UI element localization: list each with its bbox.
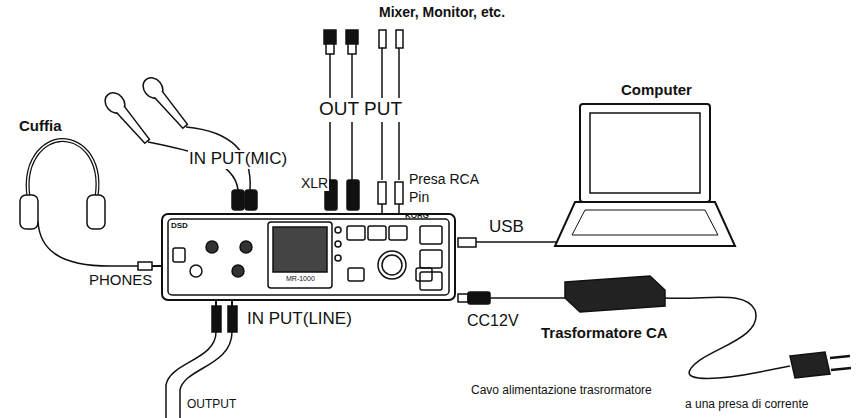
power-input-label: CC12V <box>466 312 520 330</box>
recorder-device <box>162 214 455 300</box>
port-label: PHONES <box>88 272 153 289</box>
computer-label: Computer <box>620 82 693 99</box>
cable-note: Cavo alimentazione trasrormatore <box>470 384 653 397</box>
output-label: OUTPUT <box>186 398 237 411</box>
connector-label: XLR <box>300 176 329 191</box>
output-cables <box>324 30 403 215</box>
outlet-note: a una presa di corrente <box>684 398 809 411</box>
model-name: MR-1000 <box>285 275 316 283</box>
microphones <box>101 74 257 210</box>
headphones-label: Cuffia <box>18 118 63 135</box>
line-input-label: IN PUT(LINE) <box>246 310 353 329</box>
headphones <box>20 140 162 270</box>
connector-label: Pin <box>408 190 430 205</box>
output-label: OUT PUT <box>318 99 403 120</box>
laptop-computer <box>555 104 735 246</box>
adapter-label: Trasformatore CA <box>540 325 669 342</box>
mic-input-label: IN PUT(MIC) <box>188 150 288 169</box>
line-input-cables <box>166 300 237 418</box>
device-logo: DSD <box>170 222 189 231</box>
port-label: USB <box>488 218 525 237</box>
connector-label: Presa RCA <box>408 172 480 187</box>
heading-label: Mixer, Monitor, etc. <box>378 5 506 20</box>
ac-adapter <box>458 276 851 379</box>
brand-logo: KORG <box>404 212 430 221</box>
